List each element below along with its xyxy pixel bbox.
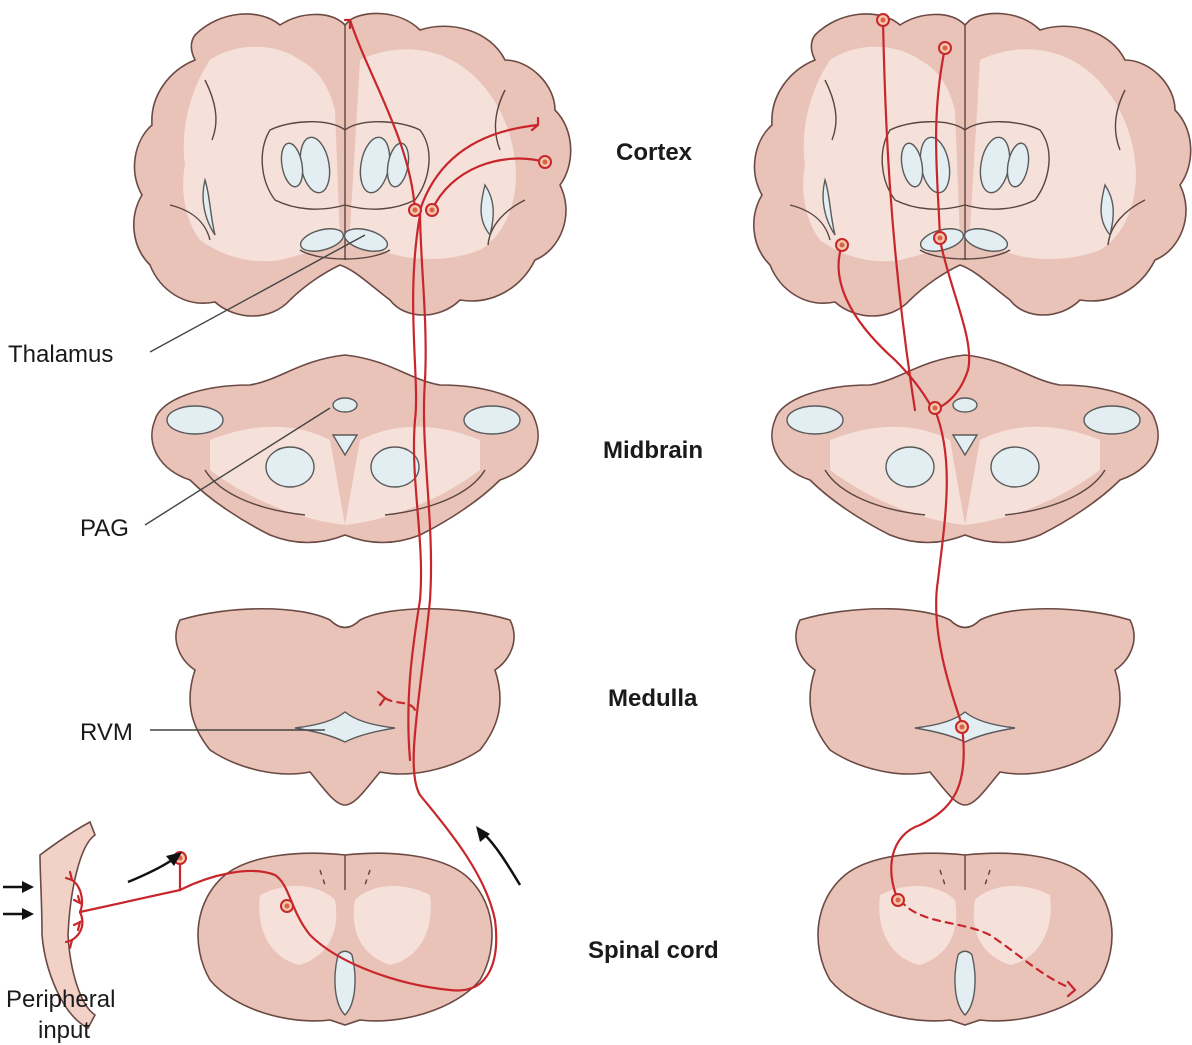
right-column xyxy=(754,13,1191,1025)
peripheral-input-label-2: input xyxy=(38,1017,90,1044)
thalamic-neuron xyxy=(934,232,946,244)
hypothalamic-neuron xyxy=(836,239,848,251)
thalamic-neuron-2 xyxy=(426,204,438,216)
rvm-neuron xyxy=(956,721,968,733)
spinal-interneuron xyxy=(892,894,904,906)
medulla-label: Medulla xyxy=(608,685,698,712)
rvm-label: RVM xyxy=(80,719,133,746)
thalamus-label: Thalamus xyxy=(8,341,113,368)
right-spinal-section xyxy=(818,853,1112,1025)
right-cortex-section xyxy=(754,13,1191,316)
right-midbrain-section xyxy=(772,355,1158,543)
cortex-label: Cortex xyxy=(616,139,693,166)
midbrain-label: Midbrain xyxy=(603,437,703,464)
left-column: Thalamus PAG RVM Peripheral input xyxy=(3,13,571,1044)
cortical-neuron xyxy=(539,156,551,168)
cortical-neuron-1 xyxy=(877,14,889,26)
peripheral-input-label: Peripheral xyxy=(6,986,115,1013)
dorsal-horn-neuron xyxy=(281,900,293,912)
right-medulla-section xyxy=(796,609,1134,805)
pag-label: PAG xyxy=(80,515,129,542)
left-cortex-section xyxy=(134,13,571,316)
input-arrows xyxy=(3,881,34,920)
left-spinal-section xyxy=(198,853,492,1025)
spinal-cord-label: Spinal cord xyxy=(588,937,719,964)
pag-neuron xyxy=(929,402,941,414)
cortical-neuron-2 xyxy=(939,42,951,54)
left-midbrain-section xyxy=(152,355,538,543)
thalamic-neuron-1 xyxy=(409,204,421,216)
left-medulla-section xyxy=(176,609,514,805)
